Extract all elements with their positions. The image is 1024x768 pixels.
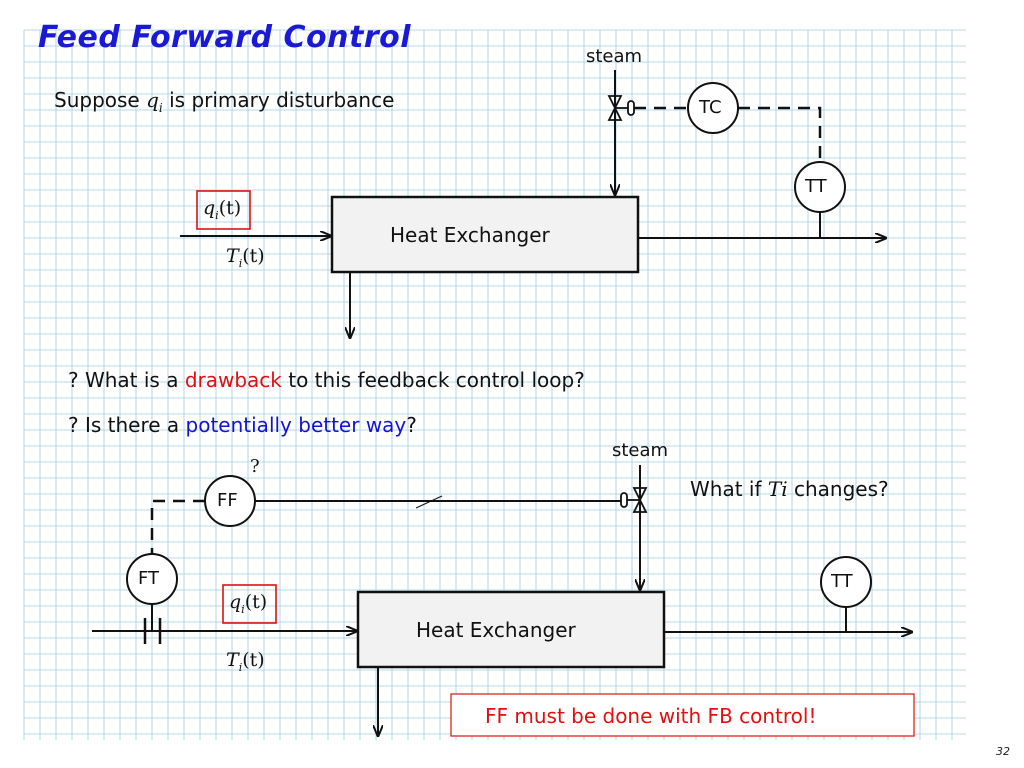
bottom-qi-highlight-box (222, 584, 277, 624)
bottom-ti-arg: (t) (242, 649, 265, 671)
note-box (450, 693, 915, 737)
question-1-suffix: to this feedback control loop? (288, 368, 585, 392)
whatif-var: Ti (767, 477, 788, 501)
ff-label: FF (217, 490, 238, 511)
whatif-text: What if Ti changes? (690, 477, 889, 501)
top-ti-label: Ti(t) (226, 245, 265, 270)
top-ti-sub: i (238, 256, 243, 270)
ff-question-mark: ? (250, 456, 260, 477)
bottom-diagram (92, 465, 915, 737)
top-tt-signal-line (738, 106, 822, 162)
ft-signal-line (150, 499, 205, 555)
bottom-steam-label: steam (612, 440, 669, 461)
bottom-qi-var: q (229, 591, 242, 613)
top-qi-highlight-box (196, 190, 251, 230)
top-qi-label: qi(t) (203, 197, 241, 222)
slide-title: Feed Forward Control (38, 20, 412, 55)
whatif-suffix: changes? (793, 477, 889, 501)
bottom-qi-arg: (t) (244, 591, 268, 613)
bottom-ti-var: T (226, 649, 239, 671)
suppose-suffix: is primary disturbance (169, 88, 395, 112)
suppose-prefix: Suppose (54, 88, 140, 112)
whatif-prefix: What if (690, 477, 762, 501)
ft-transmitter (126, 553, 178, 605)
bottom-ti-label: Ti(t) (226, 649, 265, 674)
ff-line-slash (415, 495, 443, 509)
question-1: ? What is a drawback to this feedback co… (68, 368, 585, 392)
top-ti-var: T (226, 245, 239, 267)
top-valve-icon (607, 95, 635, 121)
top-tc-label: TC (699, 97, 722, 118)
bottom-heat-exchanger (356, 590, 666, 669)
bottom-qi-label: qi(t) (229, 591, 267, 616)
question-1-highlight: drawback (184, 368, 282, 392)
top-ti-arg: (t) (242, 245, 265, 267)
ft-label: FT (138, 568, 160, 589)
bottom-tt-label: TT (831, 571, 853, 592)
suppose-var: q (146, 88, 159, 112)
bottom-valve-icon (620, 487, 648, 513)
ff-fb-note: FF must be done with FB control! (485, 704, 817, 728)
bottom-exchanger-label: Heat Exchanger (416, 618, 576, 642)
top-exchanger-label: Heat Exchanger (390, 223, 550, 247)
question-1-prefix: ? What is a (68, 368, 179, 392)
suppose-text: Suppose qi is primary disturbance (54, 88, 394, 115)
question-2-highlight: potentially better way (185, 413, 407, 437)
top-qi-sub: i (215, 208, 219, 222)
top-qi-arg: (t) (218, 197, 242, 219)
question-2: ? Is there a potentially better way? (68, 413, 417, 437)
bottom-ti-sub: i (238, 660, 243, 674)
top-tt-label: TT (805, 176, 827, 197)
top-diagram (180, 70, 886, 338)
top-steam-label: steam (586, 46, 643, 67)
top-heat-exchanger (330, 195, 640, 274)
bottom-qi-sub: i (241, 602, 245, 616)
suppose-sub: i (158, 101, 163, 115)
top-qi-var: q (203, 197, 216, 219)
question-2-suffix: ? (406, 413, 417, 437)
question-2-prefix: ? Is there a (68, 413, 180, 437)
page-number: 32 (996, 745, 1010, 758)
